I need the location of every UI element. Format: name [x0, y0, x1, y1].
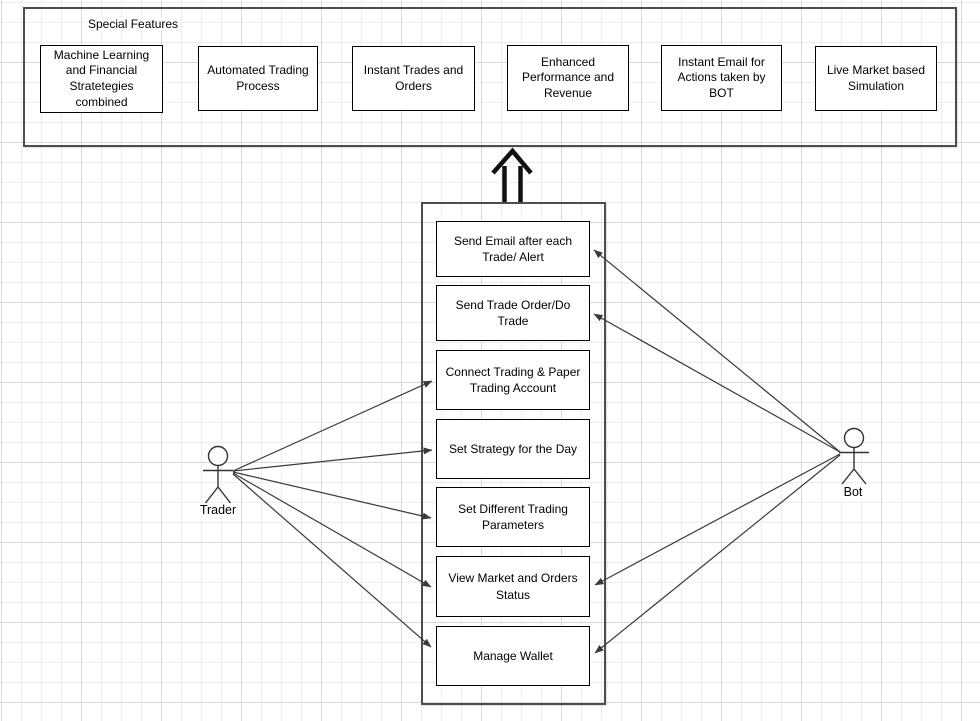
- connector-trader-set-strategy[interactable]: [232, 447, 433, 472]
- usecase-view-market[interactable]: View Market and Orders Status: [436, 556, 590, 617]
- usecase-send-trade-order-label: Send Trade Order/Do Trade: [455, 297, 571, 328]
- feature-box-instant-email-label: Instant Email for Actions taken by BOT: [677, 54, 766, 100]
- usecase-set-parameters-label: Set Different Trading Parameters: [458, 501, 568, 532]
- usecase-connect-account-label: Connect Trading & Paper Trading Account: [445, 364, 581, 395]
- connector-bot-send-email[interactable]: [593, 249, 841, 453]
- feature-box-live-market[interactable]: Live Market based Simulation: [815, 46, 937, 111]
- feature-box-live-market-label: Live Market based Simulation: [826, 62, 926, 93]
- feature-box-enhanced-performance[interactable]: Enhanced Performance and Revenue: [507, 45, 629, 111]
- usecase-send-email-label: Send Email after each Trade/ Alert: [453, 233, 573, 264]
- feature-box-ml-strategies[interactable]: Machine Learning and Financial Strateteg…: [40, 45, 163, 113]
- usecase-set-strategy-label: Set Strategy for the Day: [448, 441, 578, 456]
- features-arrow[interactable]: [491, 147, 533, 202]
- special-features-title: Special Features: [86, 17, 181, 31]
- connector-trader-set-parameters[interactable]: [232, 471, 432, 520]
- actor-bot[interactable]: [839, 427, 869, 485]
- bot-label: Bot: [840, 485, 866, 499]
- usecase-send-email[interactable]: Send Email after each Trade/ Alert: [436, 221, 590, 277]
- connector-bot-view-market[interactable]: [594, 453, 841, 586]
- connector-bot-send-trade-order[interactable]: [593, 313, 841, 453]
- actor-trader[interactable]: [203, 445, 233, 504]
- feature-box-instant-trades-label: Instant Trades and Orders: [363, 62, 464, 93]
- special-features-group[interactable]: [23, 7, 957, 147]
- usecase-manage-wallet[interactable]: Manage Wallet: [436, 626, 590, 686]
- usecase-manage-wallet-label: Manage Wallet: [473, 648, 553, 663]
- usecase-connect-account[interactable]: Connect Trading & Paper Trading Account: [436, 350, 590, 410]
- feature-box-ml-strategies-label: Machine Learning and Financial Strateteg…: [53, 47, 150, 109]
- feature-box-automated-trading[interactable]: Automated Trading Process: [198, 46, 318, 111]
- feature-box-enhanced-performance-label: Enhanced Performance and Revenue: [521, 54, 615, 100]
- trader-label: Trader: [196, 503, 240, 517]
- connector-trader-manage-wallet[interactable]: [232, 473, 432, 648]
- usecase-set-strategy[interactable]: Set Strategy for the Day: [436, 419, 590, 479]
- feature-box-instant-email[interactable]: Instant Email for Actions taken by BOT: [661, 45, 782, 111]
- connector-bot-manage-wallet[interactable]: [594, 454, 841, 654]
- usecase-send-trade-order[interactable]: Send Trade Order/Do Trade: [436, 285, 590, 341]
- connector-trader-view-market[interactable]: [232, 472, 432, 588]
- system-boundary[interactable]: [421, 202, 606, 705]
- trader-head-icon: [207, 445, 229, 467]
- feature-box-instant-trades[interactable]: Instant Trades and Orders: [352, 46, 475, 111]
- bot-head-icon: [843, 427, 865, 449]
- feature-box-automated-trading-label: Automated Trading Process: [207, 62, 309, 93]
- usecase-view-market-label: View Market and Orders Status: [448, 571, 578, 602]
- usecase-set-parameters[interactable]: Set Different Trading Parameters: [436, 487, 590, 547]
- connector-trader-connect-account[interactable]: [232, 380, 433, 472]
